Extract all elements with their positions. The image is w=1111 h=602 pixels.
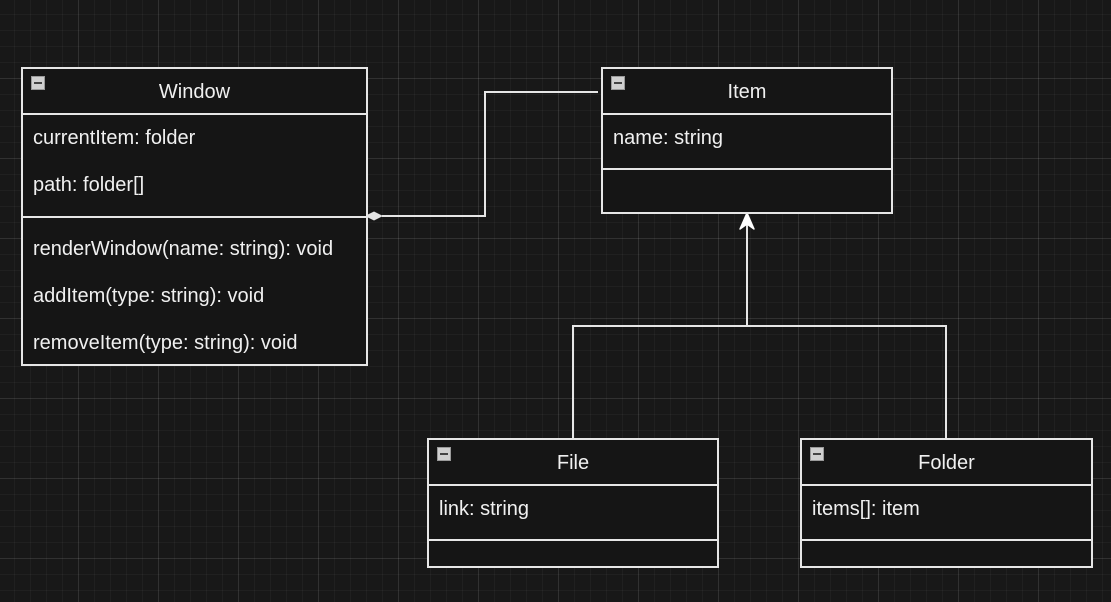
class-window-header[interactable]: Window [23, 69, 366, 115]
class-folder-header[interactable]: Folder [802, 440, 1091, 486]
class-file-attributes: link: string [429, 486, 717, 541]
method-add-item[interactable]: addItem(type: string): void [33, 285, 265, 307]
class-window-attributes: currentItem: folder path: folder[] [23, 115, 366, 218]
composition-diamond [364, 211, 384, 221]
class-item-header[interactable]: Item [603, 69, 891, 115]
class-file-name: File [556, 452, 590, 474]
class-folder[interactable]: Folder items[]: item [800, 438, 1093, 568]
class-file[interactable]: File link: string [427, 438, 719, 568]
generalization-connector-folder[interactable] [747, 325, 947, 439]
class-item-name: Item [727, 81, 767, 103]
class-item-methods [603, 170, 891, 212]
class-window[interactable]: Window currentItem: folder path: folder[… [21, 67, 368, 366]
class-window-methods: renderWindow(name: string): void addItem… [23, 218, 366, 373]
collapse-icon[interactable] [810, 447, 824, 461]
attribute-items[interactable]: items[]: item [812, 498, 920, 520]
class-file-methods [429, 541, 717, 566]
attribute-current-item[interactable]: currentItem: folder [33, 127, 196, 149]
generalization-arrowhead [739, 212, 755, 230]
class-folder-methods [802, 541, 1091, 566]
attribute-name[interactable]: name: string [613, 127, 724, 149]
generalization-connector-file[interactable] [572, 325, 747, 439]
class-folder-name: Folder [918, 452, 975, 474]
method-render-window[interactable]: renderWindow(name: string): void [33, 238, 334, 260]
class-file-header[interactable]: File [429, 440, 717, 486]
collapse-icon[interactable] [31, 76, 45, 90]
collapse-icon[interactable] [437, 447, 451, 461]
method-remove-item[interactable]: removeItem(type: string): void [33, 332, 298, 354]
attribute-link[interactable]: link: string [439, 498, 530, 520]
class-folder-attributes: items[]: item [802, 486, 1091, 541]
collapse-icon[interactable] [611, 76, 625, 90]
composition-connector[interactable] [382, 91, 598, 217]
class-item-attributes: name: string [603, 115, 891, 170]
class-item[interactable]: Item name: string [601, 67, 893, 214]
class-window-name: Window [158, 81, 231, 103]
attribute-path[interactable]: path: folder[] [33, 174, 145, 196]
